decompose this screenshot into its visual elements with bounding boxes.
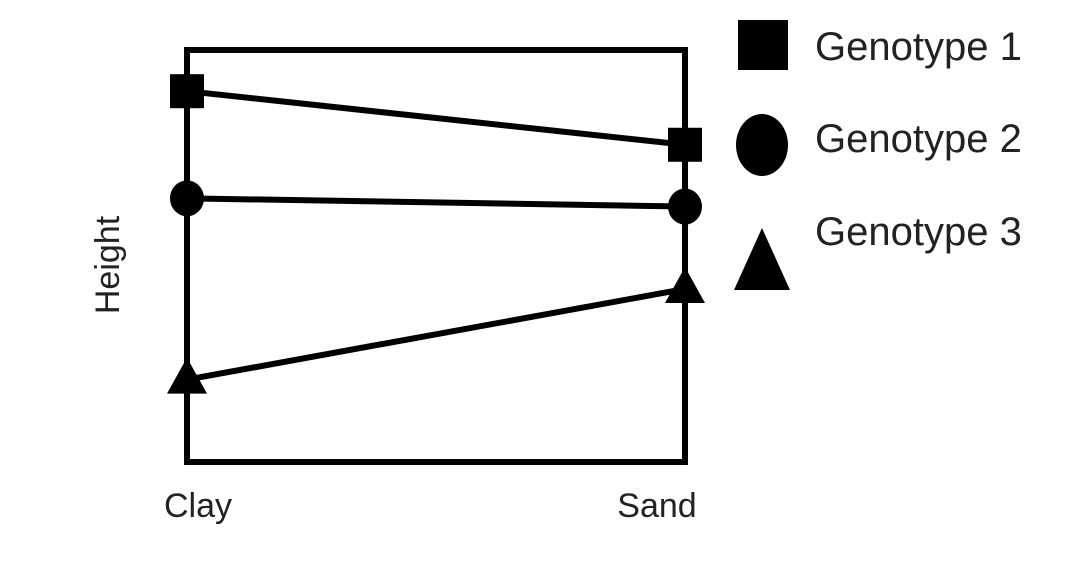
triangle-marker bbox=[665, 266, 705, 303]
legend: Genotype 1 Genotype 2 Genotype 3 bbox=[734, 20, 1022, 290]
legend-item: Genotype 3 bbox=[734, 210, 1022, 290]
x-tick-label: Sand bbox=[617, 487, 696, 525]
legend-item: Genotype 2 bbox=[736, 114, 1022, 176]
legend-item: Genotype 1 bbox=[738, 20, 1022, 70]
square-marker bbox=[668, 127, 702, 162]
series-layer bbox=[167, 74, 705, 394]
legend-label: Genotype 1 bbox=[815, 25, 1022, 69]
legend-label: Genotype 3 bbox=[815, 210, 1022, 254]
series-line bbox=[186, 88, 686, 148]
legend-label: Genotype 2 bbox=[815, 117, 1022, 161]
x-tick-label: Clay bbox=[164, 487, 232, 525]
plot-frame bbox=[184, 47, 688, 465]
legend-triangle-marker bbox=[734, 228, 790, 290]
square-marker bbox=[170, 74, 204, 109]
legend-square-marker bbox=[738, 20, 788, 70]
legend-circle-marker bbox=[736, 114, 788, 176]
triangle-marker bbox=[167, 357, 207, 394]
circle-marker bbox=[170, 180, 204, 217]
series-line bbox=[186, 195, 686, 210]
y-axis-label: Height bbox=[89, 215, 127, 314]
series-line bbox=[186, 286, 686, 383]
circle-marker bbox=[668, 188, 702, 225]
